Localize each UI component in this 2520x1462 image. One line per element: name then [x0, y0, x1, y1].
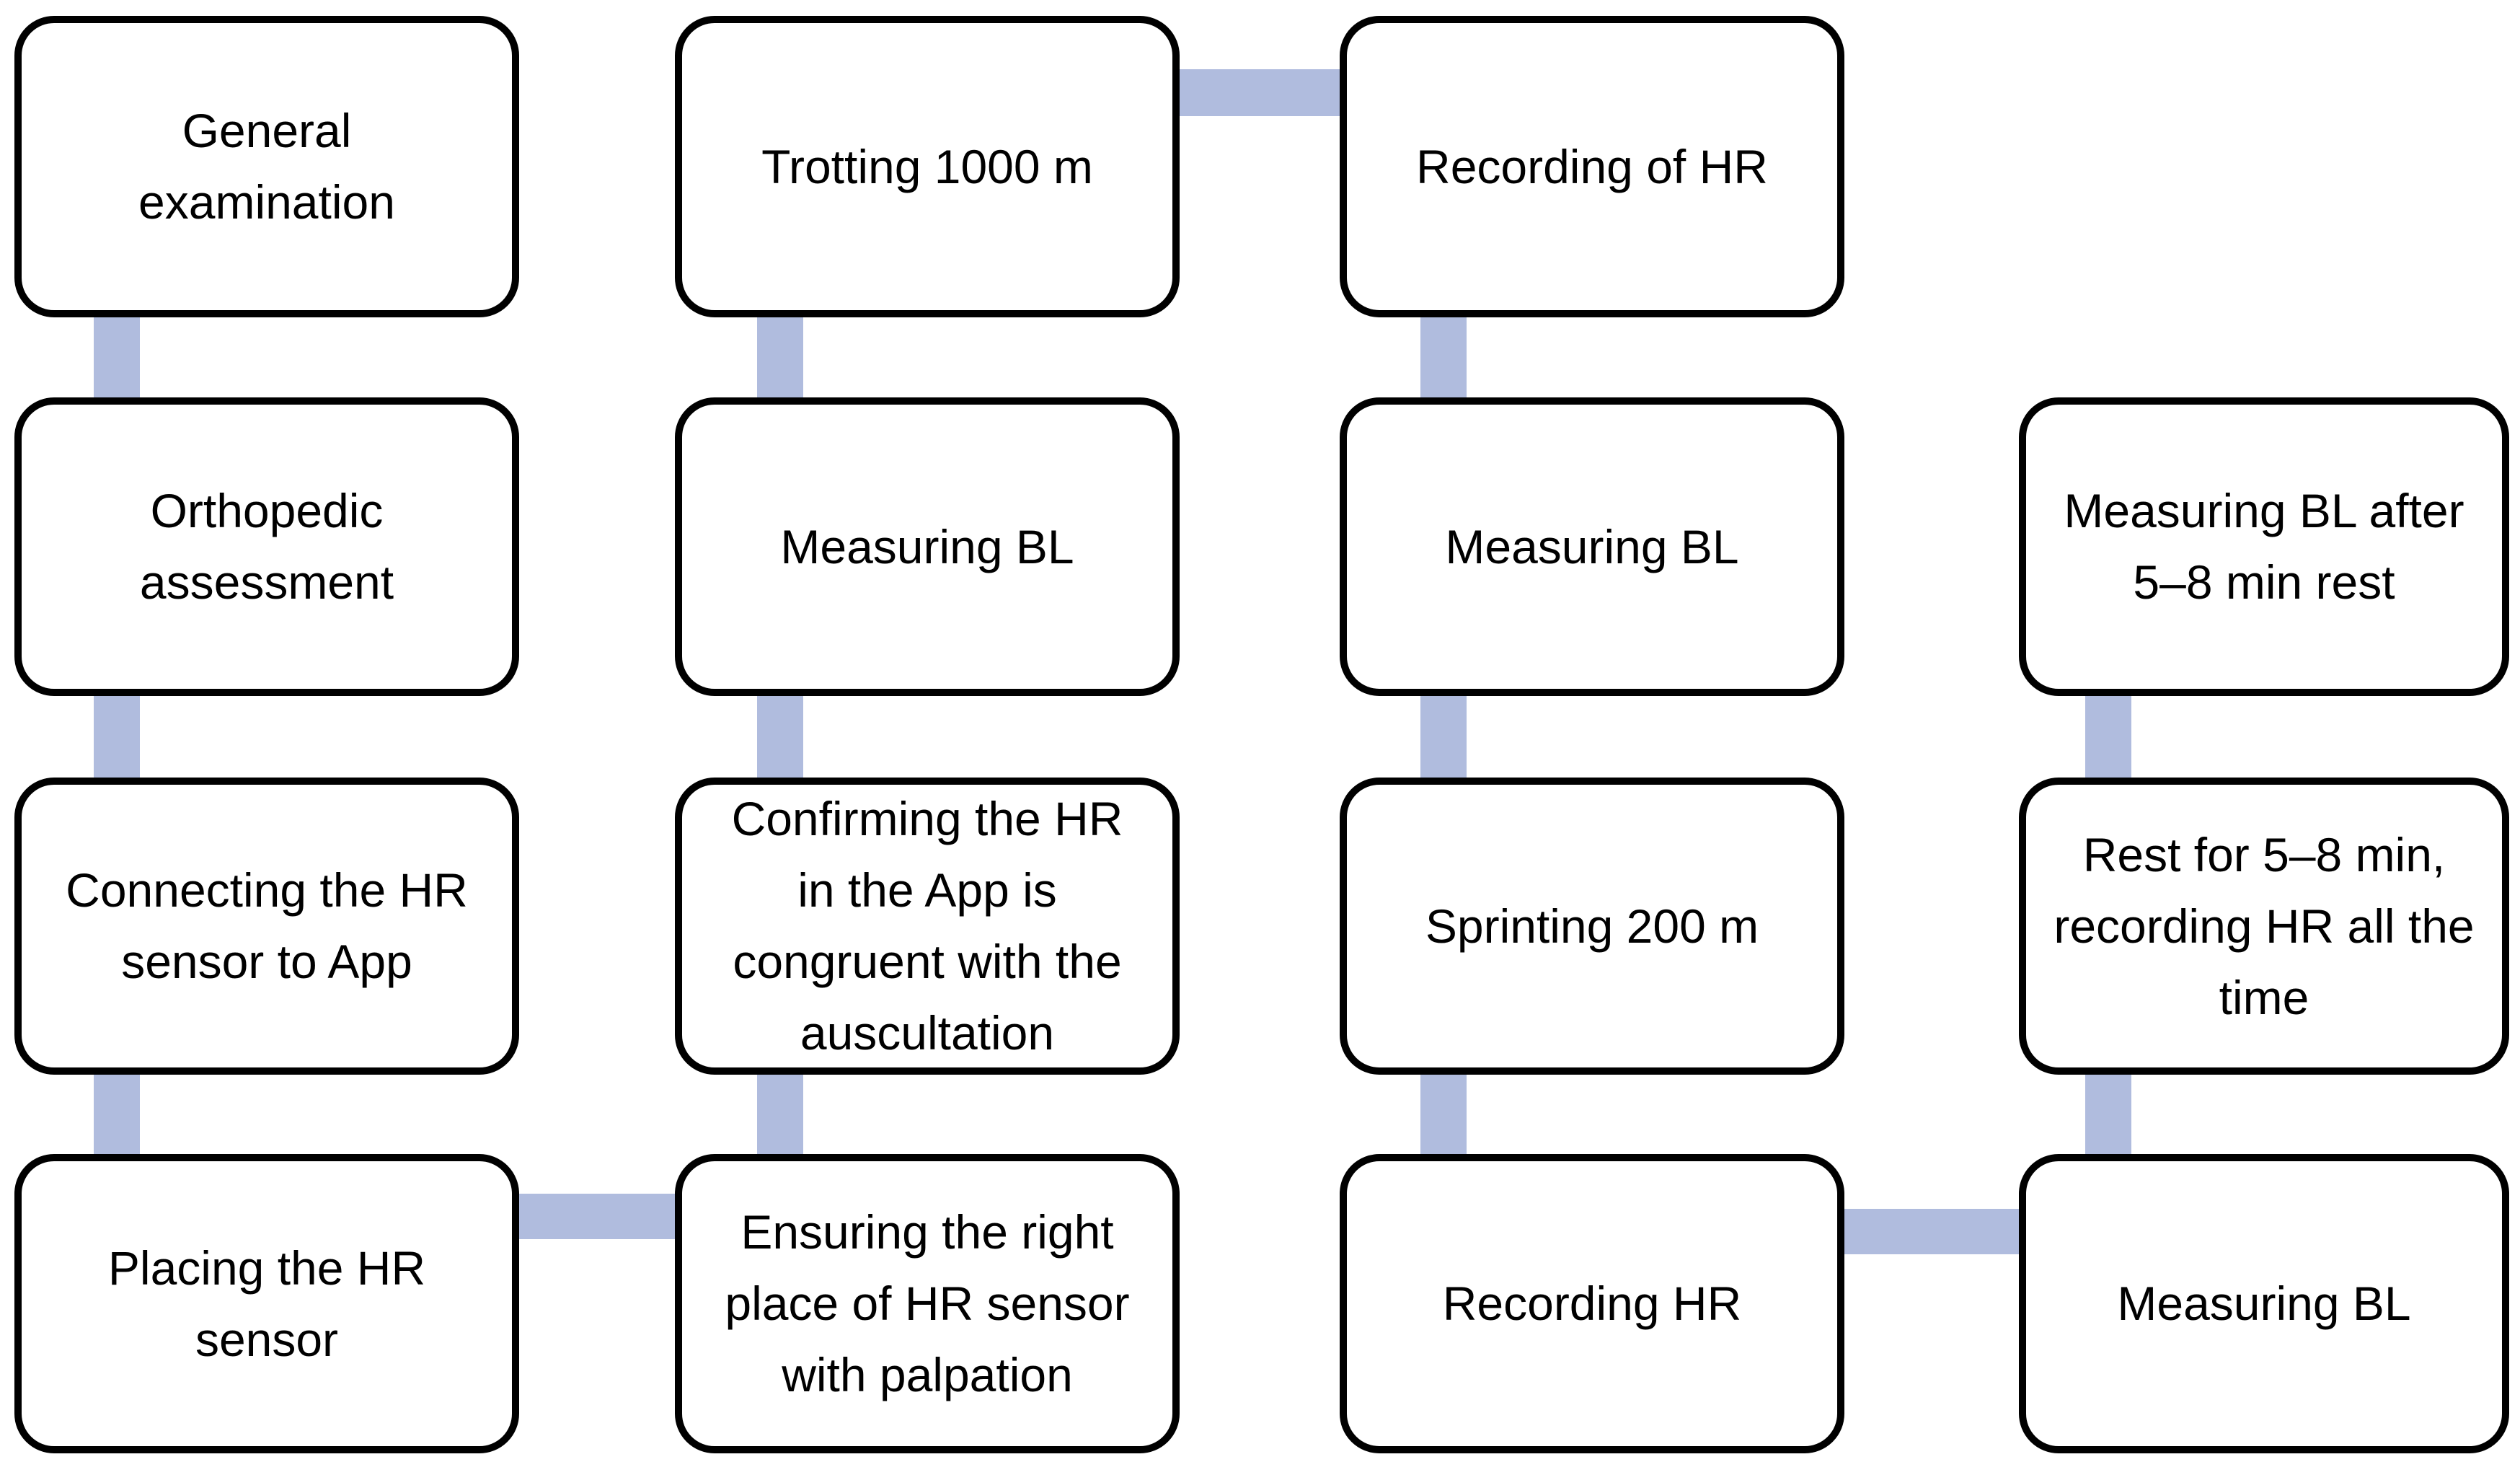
flow-box-measuring-bl-pre-trot: Measuring BL: [675, 397, 1180, 696]
connector-sprinting-to-recording-hr: [1420, 1067, 1467, 1164]
flow-box-placing-hr-sensor: Placing the HR sensor: [14, 1154, 519, 1453]
connector-orthopedic-to-connecting: [94, 689, 140, 788]
connector-measuring-bl-to-rest: [2085, 1067, 2131, 1164]
connector-confirming-to-measuring-bl: [757, 689, 803, 788]
flow-box-ensuring-sensor-place: Ensuring the right place of HR sensor wi…: [675, 1154, 1180, 1453]
connector-ensuring-to-confirming: [757, 1067, 803, 1164]
flow-box-rest-5-8-min: Rest for 5–8 min, recording HR all the t…: [2019, 778, 2509, 1075]
flow-box-measuring-bl-after-rest: Measuring BL after 5–8 min rest: [2019, 397, 2509, 696]
flow-box-general-examination: General examination: [14, 16, 519, 317]
connector-trotting-to-recording-of-hr: [1175, 69, 1345, 116]
connector-connecting-to-placing: [94, 1067, 140, 1164]
connector-general-to-orthopedic: [94, 310, 140, 408]
flow-box-confirming-hr-congruent: Confirming the HR in the App is congruen…: [675, 778, 1180, 1075]
flow-box-measuring-bl-post-sprint: Measuring BL: [2019, 1154, 2509, 1453]
connector-recording-hr-to-measuring-bl: [1840, 1209, 2025, 1254]
flow-box-recording-hr: Recording HR: [1340, 1154, 1844, 1453]
flow-box-trotting-1000m: Trotting 1000 m: [675, 16, 1180, 317]
flow-box-recording-of-hr: Recording of HR: [1340, 16, 1844, 317]
connector-recording-of-hr-to-measuring-bl: [1420, 310, 1467, 408]
flow-box-connecting-hr-sensor-to-app: Connecting the HR sensor to App: [14, 778, 519, 1075]
flow-box-sprinting-200m: Sprinting 200 m: [1340, 778, 1844, 1075]
connector-measuring-bl-to-sprinting: [1420, 689, 1467, 788]
flow-box-measuring-bl-post-trot: Measuring BL: [1340, 397, 1844, 696]
connector-placing-to-ensuring: [516, 1194, 681, 1239]
connector-rest-to-measuring-bl-after: [2085, 689, 2131, 788]
connector-measuring-bl-to-trotting: [757, 310, 803, 408]
flow-box-orthopedic-assessment: Orthopedic assessment: [14, 397, 519, 696]
